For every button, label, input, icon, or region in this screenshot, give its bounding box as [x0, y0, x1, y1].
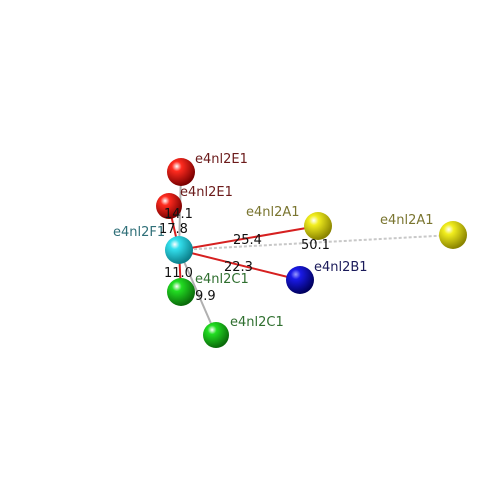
atom-e2b[interactable] — [156, 193, 182, 219]
distance-label-f1-a2: 50.1 — [301, 238, 330, 253]
atom-label-b1: e4nl2B1 — [314, 260, 368, 275]
atom-label-e2b: e4nl2E1 — [180, 185, 233, 200]
atom-a1[interactable] — [304, 212, 332, 240]
distance-labels: 17.8 14.1 25.4 50.1 22.3 11.0 9.9 — [159, 207, 330, 304]
distance-label-f1-c1: 11.0 — [164, 266, 193, 281]
atom-label-e2a: e4nl2E1 — [195, 152, 248, 167]
atom-label-f1: e4nl2F1 — [113, 225, 165, 240]
atoms — [156, 158, 467, 348]
distance-line-f1-a1 — [178, 225, 319, 251]
atom-labels: e4nl2E1 e4nl2E1 e4nl2F1 e4nl2A1 e4nl2A1 … — [113, 152, 434, 330]
distance-line-f1-b1 — [178, 249, 301, 281]
distance-label-f1-a1: 25.4 — [233, 233, 262, 248]
atom-label-a1: e4nl2A1 — [246, 205, 300, 220]
atom-f1[interactable] — [165, 236, 193, 264]
atom-e2a[interactable] — [167, 158, 195, 186]
distance-line-f1-a2 — [178, 234, 454, 251]
atom-label-c2: e4nl2C1 — [230, 315, 284, 330]
distance-label-f1-e2a: 14.1 — [164, 207, 193, 222]
atom-c1[interactable] — [167, 278, 195, 306]
atom-c2[interactable] — [203, 322, 229, 348]
distance-label-f1-e2b: 17.8 — [159, 222, 188, 237]
atom-label-a2: e4nl2A1 — [380, 213, 434, 228]
atom-b1[interactable] — [286, 266, 314, 294]
distance-line-f1-c2 — [178, 249, 217, 336]
distance-label-f1-c2: 9.9 — [195, 289, 216, 304]
atom-label-c1: e4nl2C1 — [195, 272, 249, 287]
distance-label-f1-b1: 22.3 — [224, 260, 253, 275]
atom-a2[interactable] — [439, 221, 467, 249]
